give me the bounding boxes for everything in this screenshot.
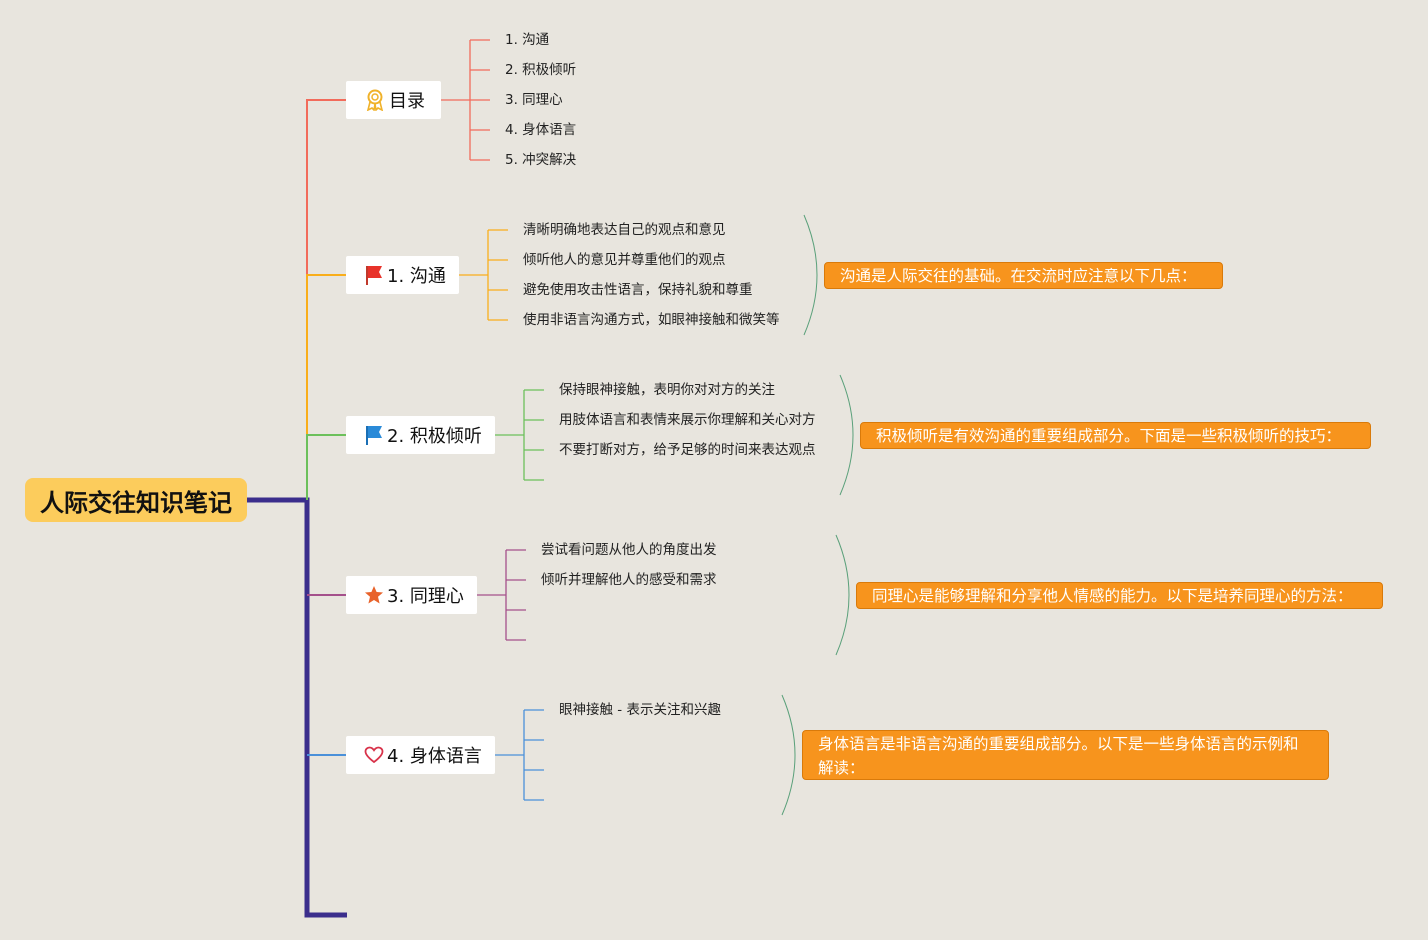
summary-body-language[interactable]: 身体语言是非语言沟通的重要组成部分。以下是一些身体语言的示例和解读： [802, 730, 1329, 780]
branch-label: 4. 身体语言 [387, 746, 482, 767]
summary-active-listening[interactable]: 积极倾听是有效沟通的重要组成部分。下面是一些积极倾听的技巧： [860, 422, 1371, 449]
listening-point[interactable]: 保持眼神接触，表明你对对方的关注 [559, 382, 775, 398]
branch-connector-communication [306, 274, 347, 500]
toc-item[interactable]: 3. 同理心 [505, 92, 563, 108]
star-icon [364, 584, 384, 606]
empathy-point[interactable]: 倾听并理解他人的感受和需求 [541, 572, 717, 588]
branch-label: 3. 同理心 [387, 586, 464, 607]
empathy-leaf-connectors [477, 549, 526, 641]
toc-item[interactable]: 2. 积极倾听 [505, 62, 577, 78]
toc-item[interactable]: 1. 沟通 [505, 32, 550, 48]
branch-active-listening[interactable]: 2. 积极倾听 [346, 416, 495, 454]
branch-communication[interactable]: 1. 沟通 [346, 256, 459, 294]
branch-connector-listening [306, 434, 347, 500]
award-ribbon-icon [364, 89, 386, 111]
communication-leaf-connectors [459, 229, 508, 321]
toc-item[interactable]: 4. 身体语言 [505, 122, 577, 138]
trunk-connector [247, 497, 347, 918]
root-topic[interactable]: 人际交往知识笔记 [25, 478, 247, 522]
branch-label: 目录 [389, 91, 425, 112]
listening-leaf-connectors [495, 389, 544, 481]
branch-label: 2. 积极倾听 [387, 426, 482, 447]
listening-point[interactable]: 不要打断对方，给予足够的时间来表达观点 [559, 442, 816, 458]
blue-flag-icon [364, 424, 384, 446]
communication-point[interactable]: 清晰明确地表达自己的观点和意见 [523, 222, 726, 238]
branch-body-language[interactable]: 4. 身体语言 [346, 736, 495, 774]
summary-brackets [781, 214, 854, 816]
communication-point[interactable]: 倾听他人的意见并尊重他们的观点 [523, 252, 726, 268]
red-flag-icon [364, 264, 384, 286]
branch-toc[interactable]: 目录 [346, 81, 441, 119]
summary-empathy[interactable]: 同理心是能够理解和分享他人情感的能力。以下是培养同理心的方法： [856, 582, 1383, 609]
body-language-leaf-connectors [495, 709, 544, 801]
branch-connector-toc [306, 99, 347, 500]
branch-empathy[interactable]: 3. 同理心 [346, 576, 477, 614]
heart-icon [364, 744, 384, 766]
toc-leaf-connectors [441, 39, 490, 161]
communication-point[interactable]: 避免使用攻击性语言，保持礼貌和尊重 [523, 282, 753, 298]
toc-item[interactable]: 5. 冲突解决 [505, 152, 577, 168]
communication-point[interactable]: 使用非语言沟通方式，如眼神接触和微笑等 [523, 312, 780, 328]
body-language-point[interactable]: 眼神接触 - 表示关注和兴趣 [559, 702, 721, 718]
summary-communication[interactable]: 沟通是人际交往的基础。在交流时应注意以下几点： [824, 262, 1223, 289]
listening-point[interactable]: 用肢体语言和表情来展示你理解和关心对方 [559, 412, 816, 428]
branch-label: 1. 沟通 [387, 266, 446, 287]
empathy-point[interactable]: 尝试看问题从他人的角度出发 [541, 542, 717, 558]
